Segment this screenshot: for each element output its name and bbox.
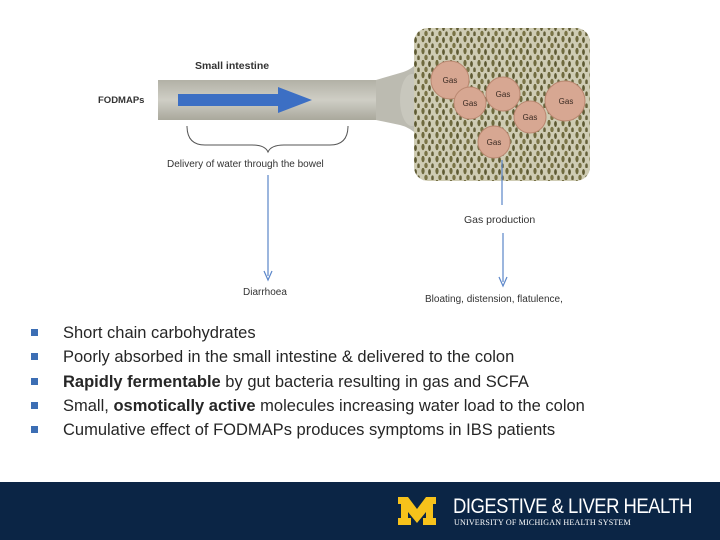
square-bullet-icon	[31, 401, 38, 409]
fodmap-flow-arrow	[178, 87, 312, 113]
square-bullet-icon	[31, 329, 38, 336]
diarrhoea-label: Diarrhoea	[243, 287, 287, 298]
gas-bubble: Gas	[485, 76, 521, 112]
svg-text:Gas: Gas	[559, 97, 574, 106]
bullet-text: by gut bacteria resulting in gas and SCF…	[220, 372, 529, 391]
gas-bubble: Gas	[544, 80, 586, 122]
gas-production-label: Gas production	[464, 214, 535, 226]
svg-text:Gas: Gas	[523, 113, 538, 122]
bullet-emphasis: Rapidly fermentable	[63, 372, 221, 391]
bullet-item: Cumulative effect of FODMAPs produces sy…	[24, 418, 704, 442]
bullet-text: Short chain carbohydrates	[63, 324, 256, 342]
bullet-text: Cumulative effect of FODMAPs produces sy…	[63, 421, 556, 440]
fodmap-bullet-list: Short chain carbohydrates Poorly absorbe…	[24, 321, 704, 442]
water-delivery-brace	[186, 125, 349, 154]
bullet-item: Rapidly fermentable by gut bacteria resu…	[24, 370, 704, 394]
svg-text:Gas: Gas	[463, 99, 478, 108]
svg-text:Gas: Gas	[496, 90, 511, 99]
small-intestine-label: Small intestine	[195, 60, 269, 72]
gas-bubble: Gas	[430, 60, 470, 100]
svg-text:Gas: Gas	[443, 76, 458, 85]
gas-bubble: Gas	[453, 86, 487, 120]
symptoms-label: Bloating, distension, flatulence,	[425, 294, 563, 305]
brand-subtitle: UNIVERSITY OF MICHIGAN HEALTH SYSTEM	[454, 518, 631, 527]
water-delivery-label: Delivery of water through the bowel	[167, 159, 324, 170]
bullet-emphasis: osmotically active	[113, 396, 256, 415]
square-bullet-icon	[31, 353, 38, 361]
bullet-text: Poorly absorbed in the small intestine &…	[63, 348, 515, 367]
bullet-item: Poorly absorbed in the small intestine &…	[24, 345, 704, 369]
bullet-text-prefix: Small,	[63, 396, 114, 415]
square-bullet-icon	[31, 377, 38, 385]
footer-bar	[0, 482, 720, 540]
svg-text:Gas: Gas	[487, 138, 502, 147]
gas-bubble: Gas	[513, 100, 547, 134]
bullet-item: Short chain carbohydrates	[24, 321, 704, 345]
gas-bubble: Gas	[477, 125, 511, 159]
fodmap-mechanism-diagram: Gas Gas Gas Gas Gas Gas FODMAPs Small in…	[98, 28, 590, 305]
bullet-item: Small, osmotically active molecules incr…	[24, 394, 704, 418]
square-bullet-icon	[31, 426, 38, 434]
bullet-text: molecules increasing water load to the c…	[255, 396, 585, 415]
fodmaps-label: FODMAPs	[98, 95, 144, 106]
block-m-logo	[398, 497, 436, 525]
brand-title: DIGESTIVE & LIVER HEALTH	[453, 494, 693, 518]
